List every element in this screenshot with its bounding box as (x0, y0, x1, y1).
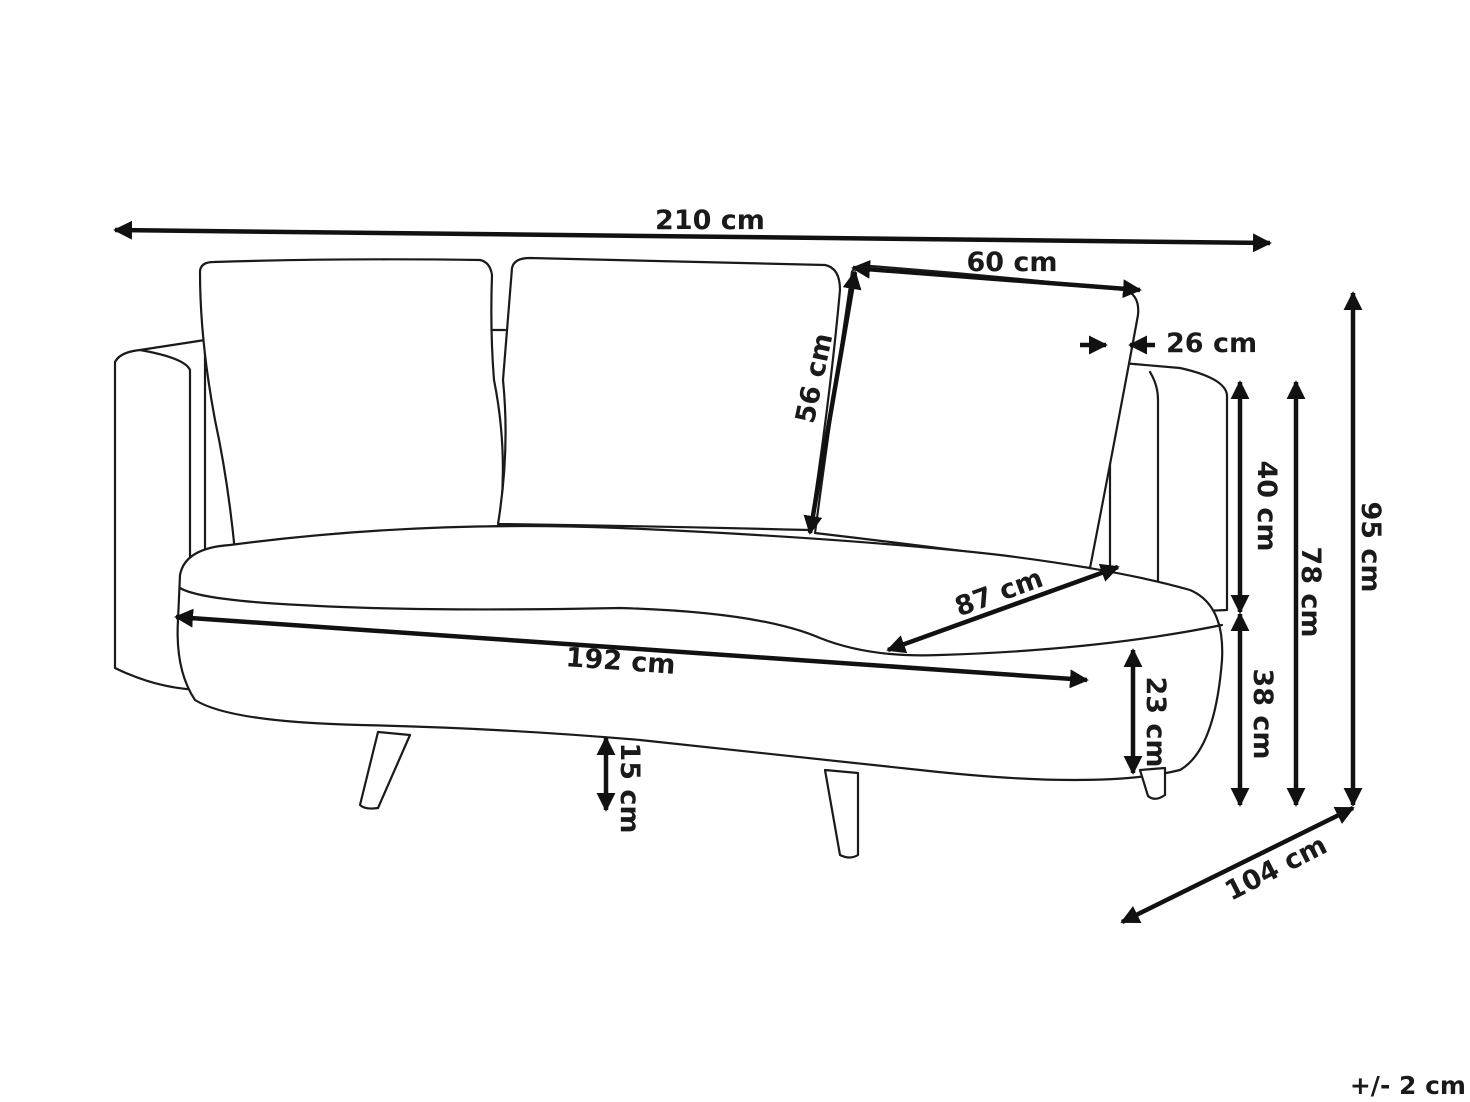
label-seat-cushion-thickness: 23 cm (1140, 676, 1171, 767)
arrow-cushion-width (851, 259, 1142, 299)
arrow-seat-width (174, 608, 1089, 689)
label-total-width: 210 cm (655, 205, 765, 236)
dimension-labels: 210 cm 60 cm 56 cm 26 cm 40 cm 78 cm 95 … (565, 205, 1466, 1100)
label-cushion-depth: 26 cm (1166, 328, 1257, 359)
left-armrest-edge (138, 348, 192, 602)
back-cushion-left (198, 258, 504, 554)
leg-back-right (1138, 766, 1167, 800)
back-cushion-middle (496, 256, 842, 532)
label-total-depth: 104 cm (1220, 830, 1332, 908)
label-total-height: 95 cm (1355, 501, 1386, 592)
label-seat-to-floor: 38 cm (1247, 668, 1278, 759)
label-cushion-width: 60 cm (966, 247, 1057, 278)
label-seat-width: 192 cm (565, 642, 677, 681)
arrow-total-width (113, 220, 1272, 253)
arrow-total-depth (1120, 805, 1355, 925)
sofa-drawing (113, 256, 1229, 859)
leg-front-left (358, 730, 412, 810)
back-cushion-right (813, 264, 1140, 570)
right-armrest-edge (1148, 370, 1160, 607)
label-back-height: 40 cm (1251, 460, 1282, 551)
label-overall-seat-height: 78 cm (1295, 546, 1326, 637)
tolerance-note: +/- 2 cm (1350, 1071, 1466, 1100)
leg-front-right (823, 768, 860, 859)
arrow-cushion-height (803, 270, 862, 535)
label-leg-height: 15 cm (614, 742, 645, 833)
dimension-arrows (113, 220, 1363, 925)
